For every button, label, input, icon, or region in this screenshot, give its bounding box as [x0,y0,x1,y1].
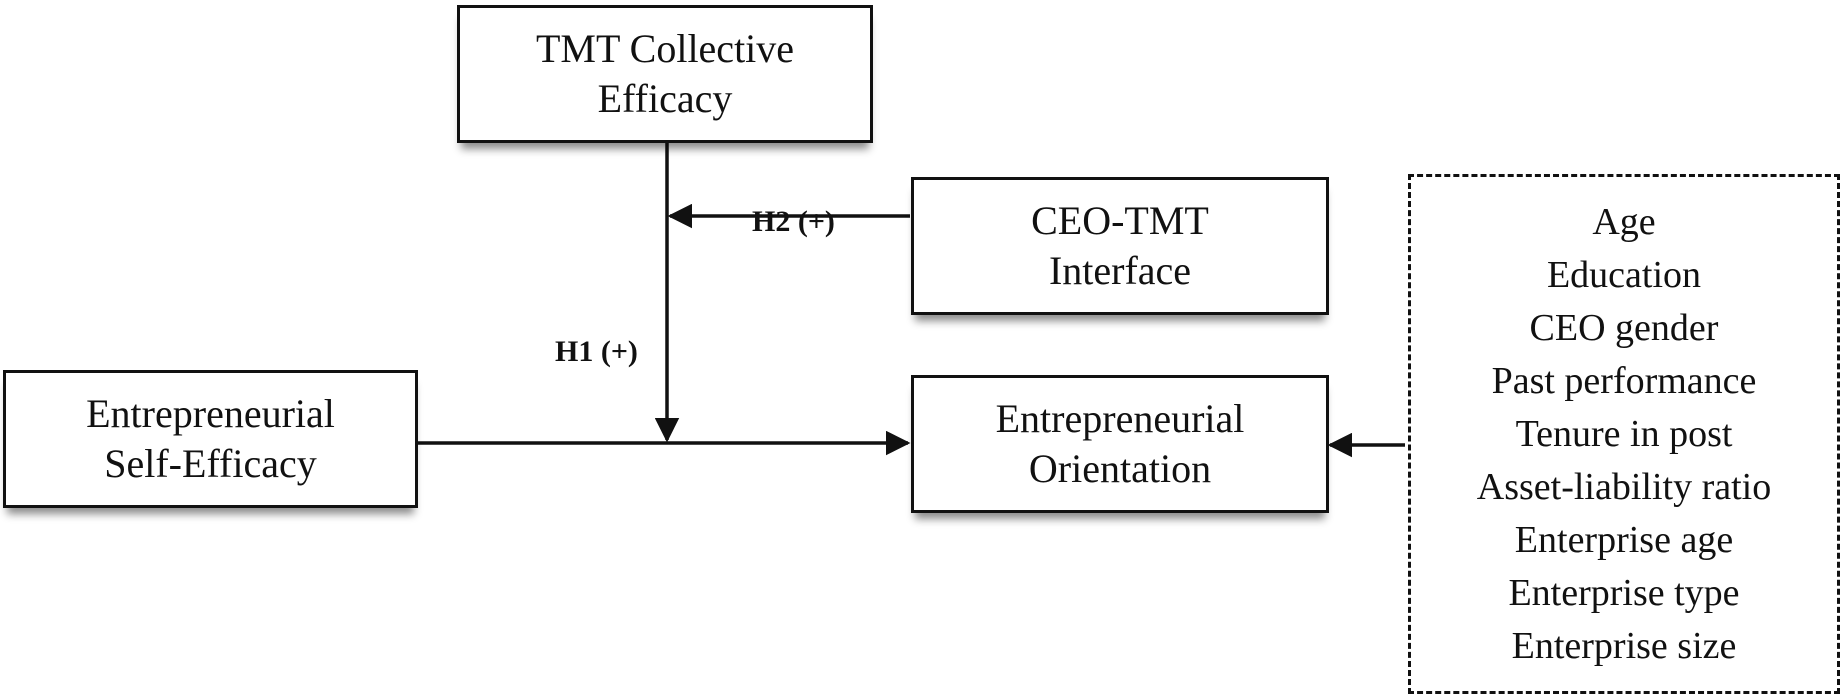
eo-line-1: Entrepreneurial [995,396,1245,441]
tmt-collective-efficacy-box: TMT Collective Efficacy [457,5,873,143]
control-item: Enterprise age [1514,518,1734,561]
control-item: Tenure in post [1515,412,1733,455]
ceo-line-2: Interface [1048,248,1192,293]
control-item: Enterprise size [1511,624,1737,667]
entrepreneurial-self-efficacy-box: Entrepreneurial Self-Efficacy [3,370,418,508]
control-item: Enterprise type [1508,571,1740,614]
ceo-tmt-interface-box: CEO-TMT Interface [911,177,1329,315]
entrepreneurial-orientation-box: Entrepreneurial Orientation [911,375,1329,513]
ese-line-1: Entrepreneurial [86,391,335,436]
ese-line-2: Self-Efficacy [104,441,317,486]
control-item: Education [1546,253,1702,296]
control-item: Past performance [1491,359,1757,402]
h2-label: H2 (+) [752,205,835,238]
control-variables-box: Age Education CEO gender Past performanc… [1408,174,1840,694]
control-item: Age [1592,200,1656,243]
h1-label: H1 (+) [555,335,638,368]
control-item: CEO gender [1529,306,1719,349]
control-item: Asset-liability ratio [1476,465,1772,508]
ceo-line-1: CEO-TMT [1031,198,1209,243]
tmt-line-2: Efficacy [597,76,733,121]
eo-line-2: Orientation [1028,446,1212,491]
tmt-line-1: TMT Collective [535,26,795,71]
